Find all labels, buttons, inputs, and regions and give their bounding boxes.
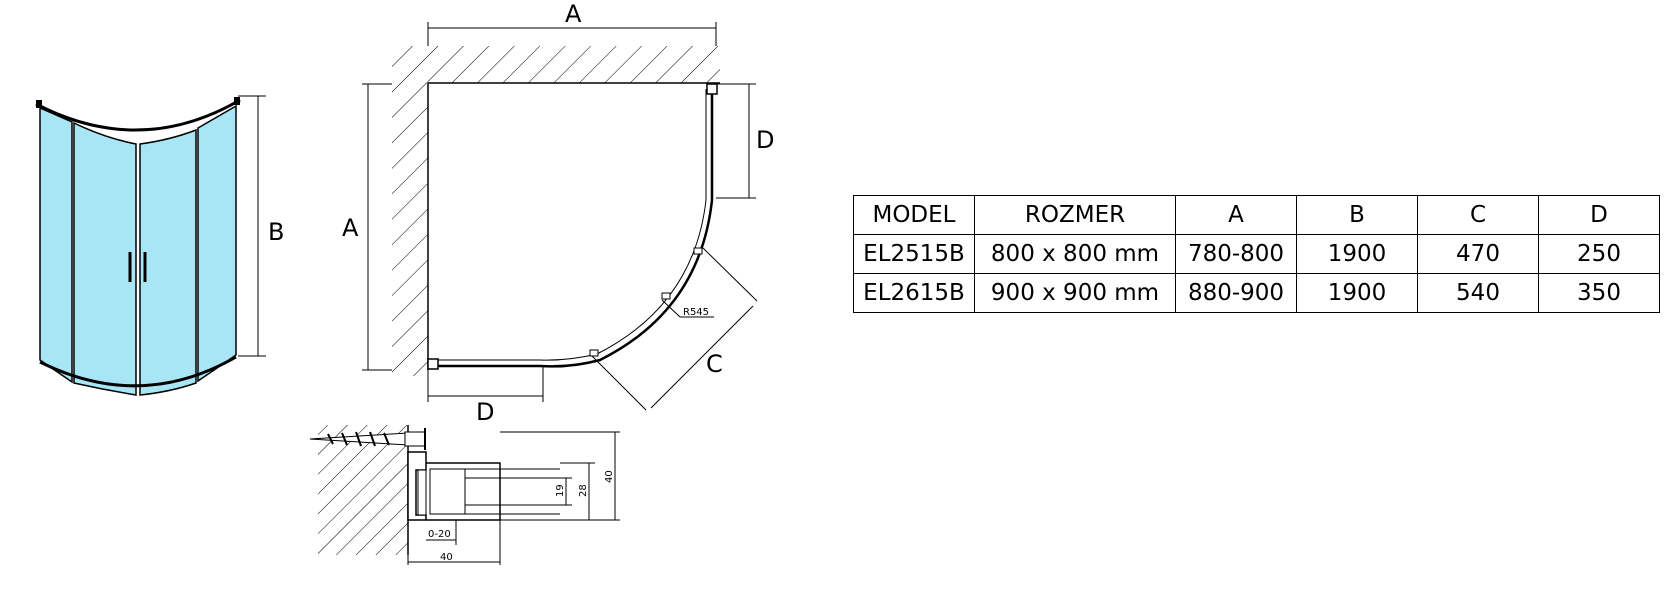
- label-profile-28: 28: [578, 484, 589, 497]
- header-b: B: [1296, 195, 1418, 235]
- glass-left-door: [73, 121, 137, 396]
- glass-right-door: [139, 128, 197, 396]
- cell-c: 470: [1417, 234, 1539, 274]
- header-a: A: [1175, 195, 1297, 235]
- label-profile-width: 40: [440, 552, 453, 563]
- plan-view: A A D D C R545: [342, 0, 774, 426]
- cell-b: 1900: [1296, 234, 1418, 274]
- label-a-left: A: [342, 214, 359, 242]
- label-d-right: D: [756, 126, 774, 154]
- table-row: EL2615B 900 x 900 mm 880-900 1900 540 35…: [853, 273, 1660, 313]
- label-a-top: A: [565, 0, 582, 28]
- cell-model: EL2615B: [853, 273, 975, 313]
- cell-rozmer: 800 x 800 mm: [974, 234, 1176, 274]
- label-profile-40: 40: [604, 470, 615, 483]
- header-model: MODEL: [853, 195, 975, 235]
- bottom-profile: [39, 355, 237, 388]
- label-c: C: [706, 350, 723, 378]
- glass-right-fixed: [197, 104, 237, 383]
- wall-left-hatch: [392, 46, 428, 376]
- profile-detail: 40 28 19 0-20 40: [309, 425, 620, 565]
- cell-b: 1900: [1296, 273, 1418, 313]
- cell-model: EL2515B: [853, 234, 975, 274]
- label-b: B: [268, 218, 284, 246]
- cell-d: 250: [1538, 234, 1660, 274]
- label-profile-19: 19: [555, 484, 566, 497]
- wall-profile-hatch: [318, 425, 408, 555]
- header-d: D: [1538, 195, 1660, 235]
- glass-left-fixed: [39, 106, 73, 384]
- cell-d: 350: [1538, 273, 1660, 313]
- wall-top-hatch: [428, 46, 720, 83]
- label-d-bottom: D: [476, 398, 494, 426]
- enclosure-3d-view: [35, 97, 241, 396]
- header-rozmer: ROZMER: [974, 195, 1176, 235]
- cell-rozmer: 900 x 900 mm: [974, 273, 1176, 313]
- dimension-b: B: [238, 95, 284, 357]
- header-c: C: [1417, 195, 1539, 235]
- enclosure-plan-outline: [430, 89, 714, 368]
- spec-table: MODEL ROZMER A B C D EL2515B 800 x 800 m…: [853, 195, 1660, 313]
- wall-anchor-screw: [309, 428, 426, 450]
- label-radius: R545: [683, 307, 709, 318]
- cell-c: 540: [1417, 273, 1539, 313]
- table-row: EL2515B 800 x 800 mm 780-800 1900 470 25…: [853, 234, 1660, 274]
- top-profile: [35, 98, 241, 132]
- cell-a: 780-800: [1175, 234, 1297, 274]
- table-header-row: MODEL ROZMER A B C D: [853, 195, 1660, 235]
- cell-a: 880-900: [1175, 273, 1297, 313]
- label-profile-adjust: 0-20: [428, 529, 451, 540]
